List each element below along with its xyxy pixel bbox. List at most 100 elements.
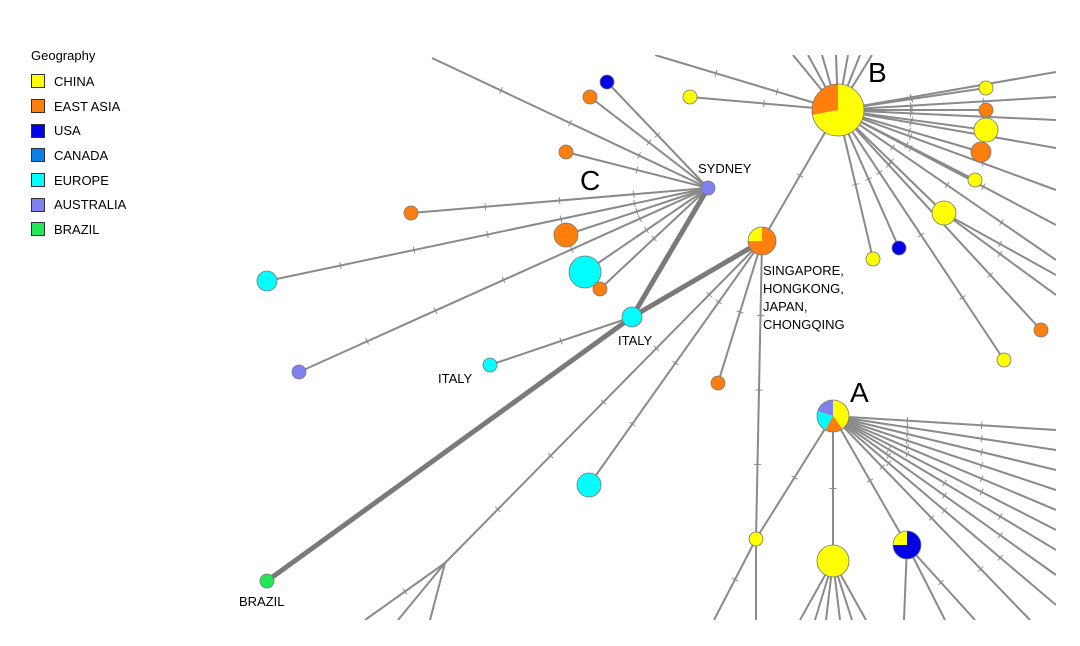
node-22: [700, 180, 716, 196]
node-25: [482, 357, 498, 373]
edge-60: [832, 415, 1056, 531]
edge-tick: [879, 464, 886, 470]
node-2: [682, 89, 698, 105]
edge-tick: [997, 250, 1003, 258]
legend-swatch-europe: [31, 173, 45, 188]
edge-tick: [906, 430, 909, 438]
edge-22: [837, 96, 1056, 111]
edge-tick: [547, 452, 554, 459]
edge-tick: [979, 475, 984, 483]
node-outline: [892, 530, 922, 560]
node-circle: [865, 251, 881, 267]
edge-tick: [629, 421, 636, 427]
legend-label-canada: CANADA: [54, 147, 109, 163]
edge-tick: [997, 554, 1003, 561]
edge-tick: [998, 513, 1003, 520]
edge-tick: [885, 162, 892, 168]
edge-tick: [905, 450, 910, 458]
node-slice: [811, 84, 838, 115]
edge-tick: [876, 170, 883, 175]
edge-tick: [890, 144, 895, 151]
node-circle: [748, 531, 764, 547]
node-26: [710, 375, 726, 391]
edge-tick: [886, 460, 892, 467]
edge-tick: [959, 295, 966, 300]
cluster-label-c: C: [580, 165, 600, 196]
node-circle: [973, 117, 999, 143]
node-21: [291, 364, 307, 380]
node-outline: [816, 399, 850, 433]
edge-tick: [928, 515, 935, 521]
edge-tick: [791, 475, 798, 480]
legend-label-east-asia: EAST ASIA: [54, 98, 121, 114]
edge-tick: [706, 291, 713, 298]
node-slice: [817, 411, 833, 431]
node-circle: [599, 74, 615, 90]
node-circle: [710, 375, 726, 391]
edge-tick: [568, 119, 572, 127]
node-circle: [553, 222, 579, 248]
edge-tick: [941, 507, 948, 514]
legend-swatch-east-asia: [31, 99, 45, 114]
edge-tick: [654, 132, 661, 138]
node-23: [747, 226, 777, 256]
node-label-singapore-line-3: JAPAN,: [763, 299, 808, 314]
edge-tick: [796, 173, 804, 178]
node-14: [582, 89, 598, 105]
legend-item-australia: AUSTRALIA: [31, 192, 126, 217]
legend-item-east-asia: EAST ASIA: [31, 94, 126, 119]
node-label-italy-hub: ITALY: [618, 333, 653, 348]
edge-tick: [851, 183, 860, 186]
node-circle: [978, 102, 994, 118]
edge-tick: [499, 87, 503, 94]
node-outline: [811, 83, 865, 137]
edge-tick: [714, 69, 718, 77]
network-nodes: [256, 74, 1049, 589]
network-edges: [265, 55, 1056, 620]
edge-tick: [484, 203, 487, 211]
edge-tick: [486, 230, 489, 239]
node-label-sydney: SYDNEY: [698, 161, 752, 176]
node-20: [256, 270, 278, 292]
edge-26: [837, 109, 1056, 226]
edge-tick: [653, 345, 660, 352]
edge-tick: [977, 566, 984, 572]
legend-title: Geography: [31, 48, 96, 63]
edge-tick: [987, 272, 994, 278]
edge-tick: [736, 310, 744, 314]
edge-tick: [917, 232, 925, 238]
text-labels: B C A SYDNEY SINGAPORE, HONGKONG, JAPAN,…: [239, 57, 887, 609]
edge-57: [832, 415, 1056, 471]
edge-tick: [731, 577, 739, 582]
legend-swatch-australia: [31, 197, 45, 212]
node-11: [1033, 322, 1049, 338]
node-slice: [812, 84, 864, 137]
node-31: [816, 544, 850, 578]
edge-tick: [886, 452, 892, 459]
node-circle: [996, 352, 1012, 368]
edge-tick: [908, 127, 911, 135]
legend-swatch-brazil: [31, 222, 45, 237]
edge-42: [265, 314, 634, 584]
node-circle: [582, 89, 598, 105]
edge-tick: [980, 448, 983, 456]
edge-58: [832, 415, 1056, 491]
edge-tick: [908, 145, 913, 152]
legend-item-usa: USA: [31, 118, 126, 143]
node-circle: [576, 472, 602, 498]
node-7: [967, 172, 983, 188]
node-circle: [682, 89, 698, 105]
edge-24: [837, 109, 1056, 149]
node-19: [592, 281, 608, 297]
cluster-label-a: A: [850, 377, 869, 408]
node-4: [978, 102, 994, 118]
node-slice: [893, 531, 907, 545]
legend-label-brazil: BRAZIL: [54, 221, 100, 237]
edge-tick: [569, 245, 574, 253]
edge-tick: [904, 141, 909, 149]
edge-tick: [942, 492, 947, 499]
legend-swatch-china: [31, 74, 45, 89]
edge-23: [837, 109, 1056, 121]
edge-tick: [501, 276, 506, 284]
